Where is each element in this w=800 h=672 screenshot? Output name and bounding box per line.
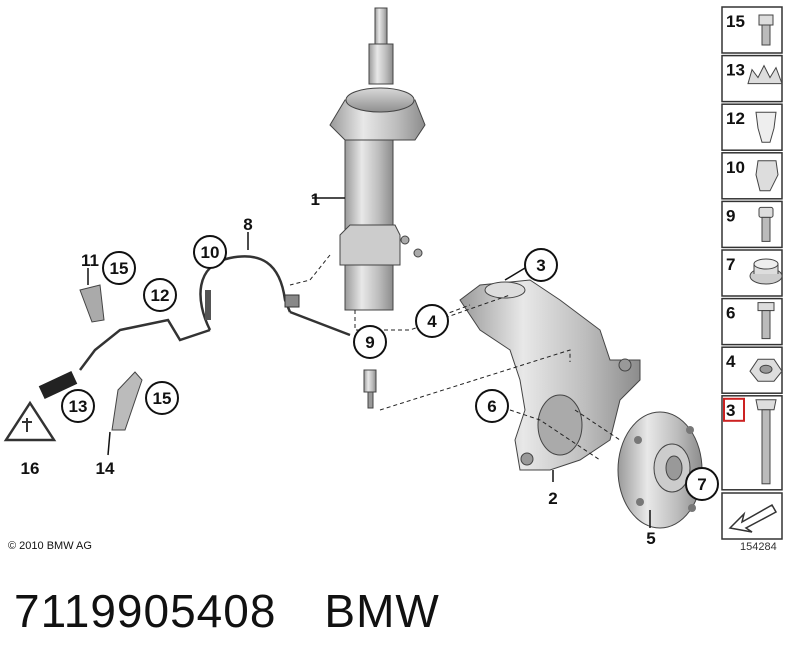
collar-nut-icon bbox=[749, 258, 783, 285]
legend-item-label: 10 bbox=[726, 158, 745, 177]
callout-10-label: 10 bbox=[201, 243, 220, 262]
callout-4: 4 bbox=[415, 304, 449, 338]
legend-item-4[interactable]: 4 bbox=[721, 346, 783, 394]
callout-6-label: 6 bbox=[487, 397, 496, 416]
strut-assembly bbox=[312, 7, 426, 311]
callout-15-lower: 15 bbox=[145, 381, 179, 415]
legend-item-label: 9 bbox=[726, 206, 735, 225]
clip-bracket-icon bbox=[747, 64, 783, 85]
parts-legend-sidebar: 15 13 12 10 9 7 6 4 3 bbox=[721, 6, 783, 491]
callout-13-label: 13 bbox=[69, 397, 88, 416]
highlight-frame bbox=[723, 397, 745, 422]
wheel-speed-sensor bbox=[363, 369, 377, 409]
callout-12: 12 bbox=[143, 278, 177, 312]
cable-connector bbox=[38, 371, 78, 399]
legend-item-12[interactable]: 12 bbox=[721, 103, 783, 151]
legend-item-label: 7 bbox=[726, 255, 735, 274]
plastic-clip-icon bbox=[755, 111, 777, 143]
steering-knuckle bbox=[459, 279, 641, 482]
legend-item-3[interactable]: 3 bbox=[721, 395, 783, 491]
hex-nut-icon bbox=[749, 358, 783, 382]
legend-item-label: 6 bbox=[726, 304, 735, 323]
callout-15-upper-label: 15 bbox=[110, 259, 129, 278]
long-hex-bolt-icon bbox=[755, 399, 777, 485]
hex-bolt-icon bbox=[757, 302, 775, 340]
callout-13: 13 bbox=[61, 389, 95, 423]
screw-icon bbox=[758, 14, 774, 46]
callout-14-label: 14 bbox=[96, 459, 115, 478]
copyright: © 2010 BMW AG bbox=[8, 540, 92, 552]
legend-item-6[interactable]: 6 bbox=[721, 297, 783, 346]
brand: BMW bbox=[324, 585, 440, 637]
callout-6: 6 bbox=[475, 389, 509, 423]
hex-socket-screw-icon bbox=[758, 206, 774, 242]
legend-item-10[interactable]: 10 bbox=[721, 152, 783, 200]
callout-16-label: 16 bbox=[21, 459, 40, 478]
legend-item-13[interactable]: 13 bbox=[721, 54, 783, 103]
electrical-warning-icon bbox=[3, 400, 57, 442]
legend-item-9[interactable]: 9 bbox=[721, 200, 783, 249]
abs-sensor-cable bbox=[79, 232, 351, 371]
callout-9-label: 9 bbox=[365, 333, 374, 352]
callout-3-label: 3 bbox=[536, 256, 545, 275]
bracket-lower bbox=[107, 371, 143, 456]
callout-3: 3 bbox=[504, 248, 558, 282]
cable-holder-icon bbox=[755, 160, 779, 192]
callout-9: 9 bbox=[353, 325, 387, 359]
callout-15-upper: 15 bbox=[102, 251, 136, 285]
legend-item-label: 15 bbox=[726, 12, 745, 31]
callout-5-label: 5 bbox=[646, 529, 655, 548]
callout-8-label: 8 bbox=[243, 215, 252, 234]
callout-12-label: 12 bbox=[151, 286, 170, 305]
callout-15-lower-label: 15 bbox=[153, 389, 172, 408]
legend-item-label: 4 bbox=[726, 352, 736, 371]
assembly-lines bbox=[289, 254, 621, 461]
part-number: 7119905408 bbox=[14, 585, 277, 637]
legend-item-label: 12 bbox=[726, 109, 745, 128]
callout-10: 10 bbox=[193, 235, 227, 269]
wheel-hub bbox=[617, 411, 703, 529]
callout-7: 7 bbox=[685, 467, 719, 501]
part-number-line: 7119905408 BMW bbox=[14, 584, 440, 638]
arrow-icon bbox=[728, 503, 778, 533]
callout-7-label: 7 bbox=[697, 475, 706, 494]
bracket-upper bbox=[79, 268, 105, 323]
legend-item-label: 3 bbox=[726, 401, 735, 420]
callout-2-label: 2 bbox=[548, 489, 557, 508]
legend-item-7[interactable]: 7 bbox=[721, 249, 783, 297]
legend-item-label: 13 bbox=[726, 61, 745, 80]
callout-4-label: 4 bbox=[427, 312, 437, 331]
callout-1-label: 1 bbox=[311, 190, 320, 209]
legend-item-15[interactable]: 15 bbox=[721, 6, 783, 54]
diagram-id: 154284 bbox=[740, 541, 777, 553]
direction-arrow-box bbox=[721, 492, 783, 540]
callout-11-label: 11 bbox=[81, 251, 99, 270]
